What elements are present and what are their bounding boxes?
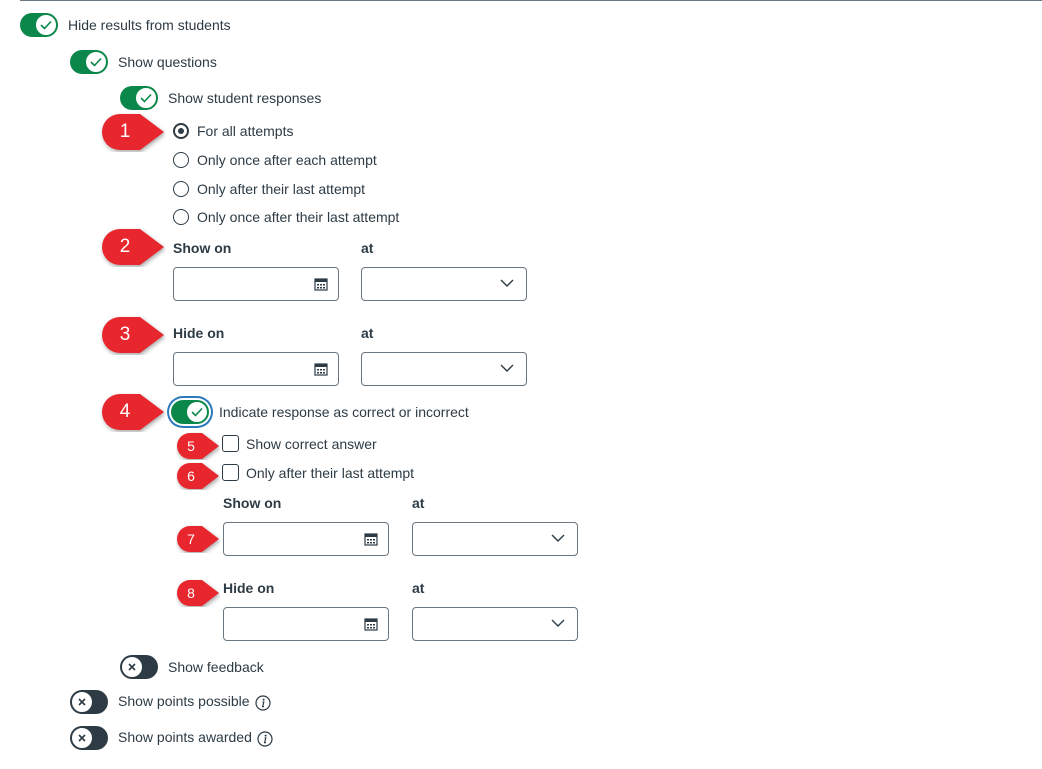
- show-questions-label: Show questions: [118, 54, 217, 70]
- indicate-response-toggle[interactable]: [171, 400, 209, 424]
- info-icon[interactable]: [257, 731, 273, 747]
- callout-number: 4: [119, 401, 131, 422]
- radio-once-after-each-attempt[interactable]: [173, 152, 189, 168]
- chevron-down-icon: [500, 364, 514, 372]
- show-points-awarded-label: Show points awarded: [118, 729, 252, 745]
- radio-after-last-attempt[interactable]: [173, 181, 189, 197]
- correct-hide-on-time-select[interactable]: [412, 607, 578, 641]
- callout-number: 7: [187, 531, 195, 547]
- hide-results-toggle[interactable]: [20, 13, 58, 37]
- show-points-possible-toggle[interactable]: [70, 690, 108, 714]
- callout-marker-8: 8: [176, 579, 220, 612]
- callout-number: 3: [119, 324, 131, 345]
- correct-show-on-label: Show on: [223, 495, 282, 511]
- calendar-icon[interactable]: [314, 277, 328, 291]
- show-student-responses-label: Show student responses: [168, 90, 322, 106]
- correct-show-on-time-select[interactable]: [412, 522, 578, 556]
- radio-label: Only after their last attempt: [197, 181, 366, 197]
- check-icon: [35, 14, 57, 36]
- correct-hide-on-at-label: at: [412, 580, 425, 596]
- show-correct-answer-label: Show correct answer: [246, 436, 377, 452]
- correct-hide-on-label: Hide on: [223, 580, 275, 596]
- callout-number: 2: [119, 236, 131, 257]
- chevron-down-icon: [551, 619, 565, 627]
- show-on-date-input[interactable]: [173, 267, 339, 301]
- hide-on-time-select[interactable]: [361, 352, 527, 386]
- radio-for-all-attempts[interactable]: [173, 123, 189, 139]
- show-points-possible-label: Show points possible: [118, 693, 250, 709]
- show-points-awarded-toggle[interactable]: [70, 726, 108, 750]
- show-feedback-toggle[interactable]: [120, 655, 158, 679]
- calendar-icon[interactable]: [364, 532, 378, 546]
- hide-on-date-input[interactable]: [173, 352, 339, 386]
- hide-on-at-label: at: [361, 325, 374, 341]
- radio-label: For all attempts: [197, 123, 294, 139]
- show-on-time-select[interactable]: [361, 267, 527, 301]
- show-feedback-label: Show feedback: [168, 659, 264, 675]
- callout-marker-1: 1: [100, 112, 166, 157]
- callout-marker-4: 4: [100, 392, 166, 437]
- show-questions-toggle[interactable]: [70, 50, 108, 74]
- chevron-down-icon: [500, 279, 514, 287]
- x-icon: [121, 656, 143, 678]
- callout-number: 1: [119, 121, 131, 142]
- callout-marker-6: 6: [176, 462, 220, 495]
- radio-label: Only once after each attempt: [197, 152, 377, 168]
- check-icon: [85, 51, 107, 73]
- hide-on-label: Hide on: [173, 325, 225, 341]
- radio-once-after-last-attempt[interactable]: [173, 209, 189, 225]
- callout-marker-3: 3: [100, 315, 166, 360]
- indicate-response-label: Indicate response as correct or incorrec…: [219, 404, 469, 420]
- info-icon[interactable]: [255, 695, 271, 711]
- top-divider: [20, 0, 1042, 1]
- check-icon: [186, 401, 208, 423]
- show-student-responses-toggle[interactable]: [120, 86, 158, 110]
- callout-marker-5: 5: [176, 432, 220, 465]
- x-icon: [71, 691, 93, 713]
- show-correct-answer-checkbox[interactable]: [222, 435, 239, 452]
- callout-marker-2: 2: [100, 227, 166, 272]
- chevron-down-icon: [551, 534, 565, 542]
- show-on-label: Show on: [173, 240, 232, 256]
- hide-results-label: Hide results from students: [68, 17, 231, 33]
- callout-number: 5: [187, 438, 195, 454]
- callout-number: 8: [187, 585, 195, 601]
- calendar-icon[interactable]: [364, 617, 378, 631]
- only-after-last-attempt-checkbox[interactable]: [222, 464, 239, 481]
- correct-show-on-date-input[interactable]: [223, 522, 389, 556]
- check-icon: [135, 87, 157, 109]
- x-icon: [71, 727, 93, 749]
- show-on-at-label: at: [361, 240, 374, 256]
- only-after-last-attempt-label: Only after their last attempt: [246, 465, 415, 481]
- radio-label: Only once after their last attempt: [197, 209, 400, 225]
- callout-marker-7: 7: [176, 525, 220, 558]
- correct-show-on-at-label: at: [412, 495, 425, 511]
- correct-hide-on-date-input[interactable]: [223, 607, 389, 641]
- callout-number: 6: [187, 468, 195, 484]
- calendar-icon[interactable]: [314, 362, 328, 376]
